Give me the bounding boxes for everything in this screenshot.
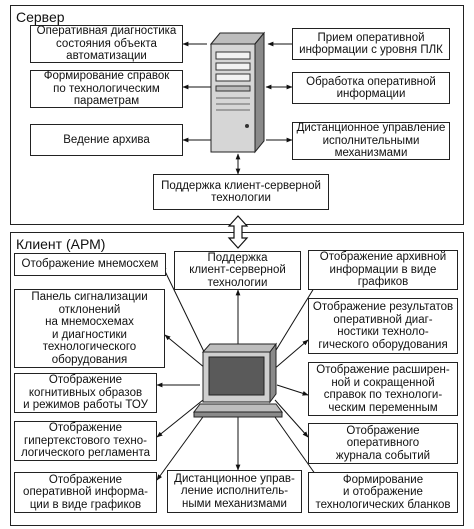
box-client-hypertext: Отображение гипертекстового техно- логич… <box>14 421 157 461</box>
box-client-ext-reports: Отображение расширен- ной и сокращенной … <box>308 362 458 416</box>
server-tower-icon <box>209 31 266 154</box>
box-client-remote: Дистанционное управ- ление исполнитель- … <box>167 470 302 513</box>
box-client-alarm-panel: Панель сигнализации отклонений на мнемос… <box>14 289 165 368</box>
box-client-mnemo: Отображение мнемосхем <box>14 253 166 276</box>
box-server-plc: Прием оперативной информации с уровня ПЛ… <box>292 28 450 60</box>
computer-workstation-icon <box>193 342 283 418</box>
server-panel-title: Сервер <box>16 9 65 25</box>
box-client-diag-results: Отображение результатов оперативной диаг… <box>308 298 458 354</box>
box-client-cognitive: Отображение когнитивных образов и режимо… <box>14 373 157 413</box>
box-client-archive-graphs: Отображение архивной информации в виде г… <box>308 250 458 290</box>
box-client-cs-support: Поддержка клиент-серверной технологии <box>174 251 301 290</box>
box-client-forms: Формирование и отображение технологическ… <box>308 472 458 513</box>
server-client-link-arrow <box>227 215 249 249</box>
box-server-reports: Формирование справок по технологическим … <box>30 70 183 108</box>
box-server-cs-support: Поддержка клиент-серверной технологии <box>153 174 329 210</box>
box-server-processing: Обработка оперативной информации <box>292 72 450 104</box>
box-client-oper-graphs: Отображение оперативной информа- ции в в… <box>14 472 157 513</box>
box-server-remote: Дистанционное управление исполнительными… <box>292 122 450 160</box>
box-client-event-log: Отображение оперативного журнала событий <box>308 423 458 464</box>
client-panel-title: Клиент (АРМ) <box>16 236 106 252</box>
box-server-archive: Ведение архива <box>30 124 183 156</box>
box-server-diagnostics: Оперативная диагностика состояния объект… <box>30 25 183 63</box>
